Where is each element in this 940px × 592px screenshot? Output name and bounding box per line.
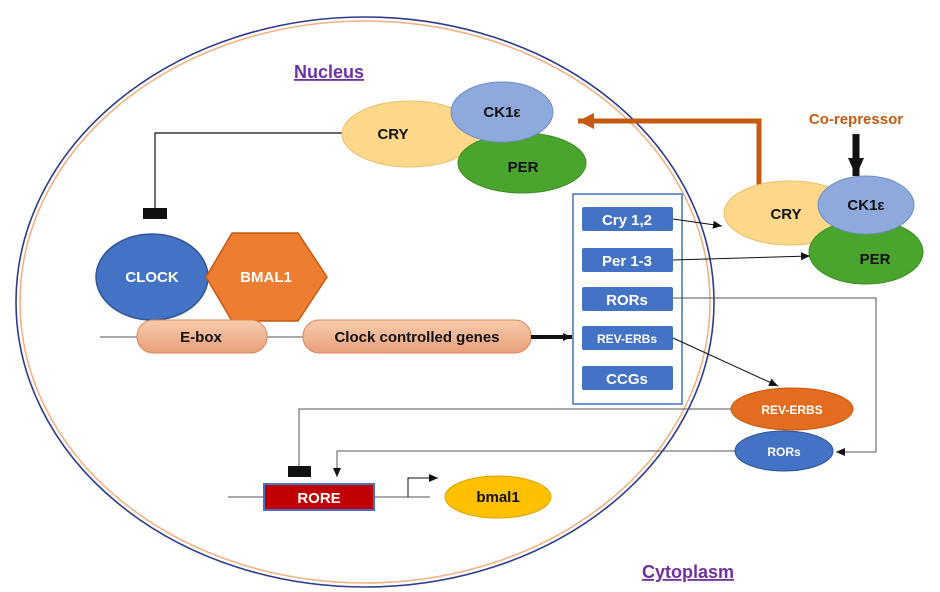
ebox-label: E-box	[180, 329, 222, 346]
arrow-rev-erbs-gene-to-protein	[672, 337, 779, 387]
inhibition-bar-clock	[143, 208, 167, 219]
gene-box-rev-erbs	[582, 326, 673, 350]
gene-label-ccgs: CCGs	[606, 371, 648, 388]
per-label-nuclear: PER	[508, 159, 539, 176]
gene-label-cry: Cry 1,2	[602, 212, 652, 229]
ebox-element	[136, 319, 268, 354]
gene-list: Cry 1,2 Per 1-3 RORs REV-ERBs CCGs	[582, 207, 673, 390]
gene-box-ccgs	[582, 366, 673, 390]
nucleus-membrane-inner	[19, 20, 711, 584]
corepressor-label: Co-repressor	[809, 111, 903, 128]
cry-label-nuclear: CRY	[377, 126, 408, 143]
rore-element	[263, 483, 375, 511]
rev-erbs-label: REV-ERBS	[761, 403, 822, 417]
gene-label-rev-erbs: REV-ERBs	[597, 332, 657, 346]
transcription-start-arrow	[407, 474, 438, 497]
arrow-rors-gene-to-rors	[673, 297, 877, 456]
inhibition-bar-rore	[288, 466, 311, 477]
nuclear-import-arrow	[578, 113, 762, 188]
rore-label: RORE	[297, 490, 340, 507]
gene-box-per	[582, 248, 673, 272]
arrow-per-gene-to-per	[672, 252, 811, 261]
arrow-rors-to-rore	[333, 450, 735, 477]
arrow-cry-gene-to-cry	[672, 218, 723, 229]
gene-label-per: Per 1-3	[602, 253, 652, 270]
bmal1-gene	[444, 475, 552, 519]
ck1-label-cyto: CK1ε	[847, 197, 884, 214]
gene-box-cry	[582, 207, 673, 231]
inhibition-line-cry-clock	[154, 132, 345, 208]
ck1-label-nuclear: CK1ε	[483, 104, 520, 121]
nucleus-title: Nucleus	[294, 62, 364, 82]
gene-label-rors: RORs	[606, 292, 648, 309]
inhibition-line-rev-erbs-rore	[298, 408, 731, 466]
clock-controlled-genes-label: Clock controlled genes	[334, 329, 499, 346]
cry-label-cyto: CRY	[770, 206, 801, 223]
clock-label: CLOCK	[125, 269, 178, 286]
gene-box-rors	[582, 287, 673, 311]
bmal1-gene-label: bmal1	[476, 489, 519, 506]
per-label-cyto: PER	[860, 251, 891, 268]
rors-label: RORs	[767, 445, 801, 459]
bmal1-label: BMAL1	[240, 269, 292, 286]
ck1-protein-cyto	[817, 175, 915, 235]
ck1-protein-nuclear	[450, 81, 554, 143]
bmal1-protein	[205, 232, 328, 322]
nucleus-membrane-outer	[15, 16, 715, 588]
cytoplasm-title: Cytoplasm	[642, 562, 734, 582]
